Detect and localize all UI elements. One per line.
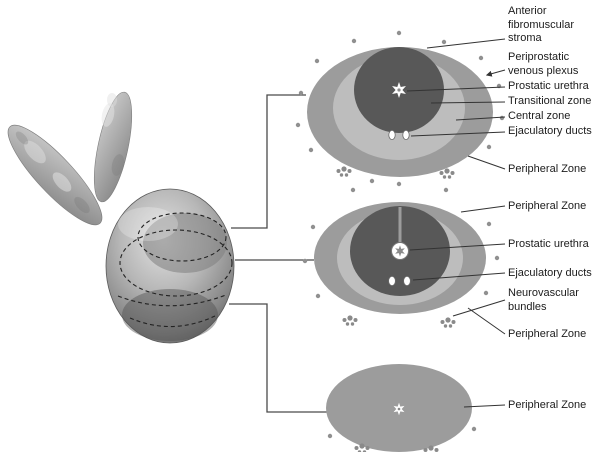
connector-bottom-section [229,303,328,413]
cross-section-apex [326,364,477,452]
label-peripheral-zone-apex: Peripheral Zone [508,399,587,411]
leader-central-zone [455,116,506,121]
periprostatic-venous-plexus-dots [302,181,500,299]
label-anterior-fibromuscular-stroma: Anterior fibromuscular stroma [508,5,575,44]
leader-prostatic-urethra-mid [409,243,506,251]
label-transitional-zone: Transitional zone [508,95,592,107]
seminal-vesicle-left [7,124,103,226]
prostate-body [105,188,235,344]
label-periprostatic-venous-plexus: Periprostatic venous plexus [508,51,579,77]
neurovascular-bundles-dots [342,315,456,328]
leader-anterior-fibromuscular-stroma [426,38,506,49]
leader-ejaculatory-ducts-top [410,131,506,137]
cross-section-base [295,30,505,184]
leader-periprostatic-venous-plexus [485,69,506,77]
leader-peripheral-zone-mid-lower [467,307,506,335]
leader-ejaculatory-ducts-mid [412,272,506,281]
label-ejaculatory-ducts-mid: Ejaculatory ducts [508,267,592,279]
leader-prostatic-urethra-top [406,86,506,92]
cross-section-mid [302,181,500,328]
ejaculatory-ducts [388,275,411,286]
label-peripheral-zone-mid-lower: Peripheral Zone [508,328,587,340]
connector-top-section [231,94,306,229]
urethra-lumen-dot [397,88,401,92]
prostate-3d-view [7,91,235,344]
leader-lines [406,38,506,408]
section-connector-lines [229,94,328,413]
label-neurovascular-bundles: Neurovascular bundles [508,287,579,313]
section-outline-dashes [117,212,233,328]
periprostatic-venous-plexus-dots [295,30,505,184]
label-prostatic-urethra-mid: Prostatic urethra [508,238,589,250]
ejaculatory-ducts [388,129,410,140]
label-peripheral-zone-top: Peripheral Zone [508,163,587,175]
leader-neurovascular-bundles [452,299,506,317]
urethra-lumen-dot [397,407,401,411]
periprostatic-venous-plexus-dots [327,426,477,439]
leader-peripheral-zone-mid-upper [460,205,506,213]
label-prostatic-urethra-top: Prostatic urethra [508,80,589,92]
leader-transitional-zone [430,101,506,104]
seminal-vesicle-right [93,91,133,203]
leader-peripheral-zone-top [467,155,506,170]
leader-peripheral-zone-apex [463,404,506,408]
label-ejaculatory-ducts-top: Ejaculatory ducts [508,125,592,137]
label-central-zone: Central zone [508,110,571,122]
label-peripheral-zone-mid-upper: Peripheral Zone [508,200,587,212]
